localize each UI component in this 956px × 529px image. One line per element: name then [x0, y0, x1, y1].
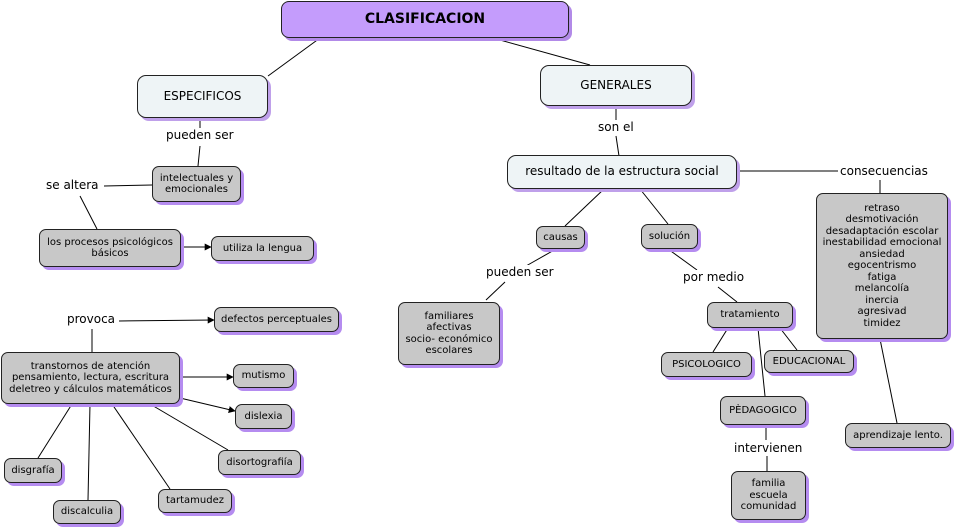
familiares-node[interactable]: familiares afectivas socio- económico es… [398, 302, 500, 365]
psicologico-node[interactable]: PSICOLOGICO [661, 352, 752, 377]
title-node[interactable]: CLASIFICACION [281, 1, 569, 38]
disortografia-node[interactable]: disortografiía [218, 450, 301, 475]
procesos-node[interactable]: los procesos psicológicos básicos [39, 229, 181, 267]
label-se-altera: se altera [44, 178, 101, 193]
pedagogico-node[interactable]: PÈDAGOGICO [720, 396, 806, 425]
aprendizaje-node[interactable]: aprendizaje lento. [845, 423, 951, 448]
tartamudez-node[interactable]: tartamudez [158, 489, 232, 513]
discalculia-node[interactable]: discalculia [53, 500, 121, 524]
defectos-node[interactable]: defectos perceptuales [214, 307, 339, 332]
familia-node[interactable]: familia escuela comunidad [731, 471, 806, 520]
label-son-el: son el [596, 120, 636, 135]
intelectuales-node[interactable]: intelectuales y emocionales [152, 166, 241, 202]
causas-node[interactable]: causas [536, 226, 585, 249]
disgrafia-node[interactable]: disgrafía [4, 458, 62, 483]
label-por-medio: por medio [681, 270, 747, 285]
dislexia-node[interactable]: dislexia [235, 404, 292, 429]
resultado-node[interactable]: resultado de la estructura social [507, 155, 737, 189]
tratamiento-node[interactable]: tratamiento [707, 302, 793, 328]
educacional-node[interactable]: EDUCACIONAL [764, 350, 854, 373]
solucion-node[interactable]: solución [641, 224, 698, 249]
especificos-node[interactable]: ESPECIFICOS [137, 75, 268, 118]
label-pueden-ser-1: pueden ser [164, 128, 236, 143]
lengua-node[interactable]: utiliza la lengua [211, 236, 314, 261]
label-pueden-ser-2: pueden ser [484, 265, 556, 280]
label-provoca: provoca [65, 312, 118, 327]
trastornos-node[interactable]: transtornos de atención pensamiento, lec… [1, 352, 180, 404]
generales-node[interactable]: GENERALES [540, 65, 692, 106]
mutismo-node[interactable]: mutismo [233, 364, 294, 388]
label-intervienen: intervienen [732, 441, 805, 456]
label-consecuencias: consecuencias [838, 164, 930, 179]
consecuencias-list-node[interactable]: retraso desmotivación desadaptación esco… [816, 193, 948, 339]
